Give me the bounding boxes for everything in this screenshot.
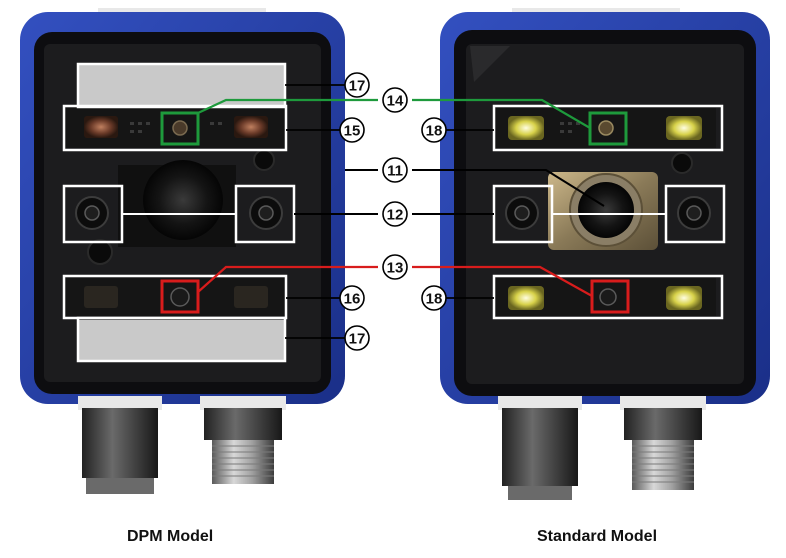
- dpm-bottom-diffuser: [79, 320, 284, 360]
- callout-18-top: 18: [421, 117, 447, 143]
- callout-17-top-label: 17: [349, 78, 366, 95]
- dpm-screw-icon: [87, 239, 113, 265]
- callout-11-label: 11: [387, 163, 403, 180]
- std-connector-right-icon: [620, 396, 706, 490]
- dpm-top-left-led-icon: [84, 116, 118, 138]
- callout-15: 15: [339, 117, 365, 143]
- dpm-connector-right-icon: [200, 396, 286, 484]
- std-connector-left-icon: [498, 396, 582, 500]
- std-top-right-led-icon: [666, 116, 702, 140]
- std-screw-top-icon: [671, 152, 693, 174]
- dpm-bottom-left-led-icon: [84, 286, 118, 308]
- callout-18-bottom-label: 18: [426, 291, 443, 308]
- callout-14-label: 14: [387, 93, 404, 110]
- dpm-top-right-led-icon: [234, 116, 268, 138]
- std-lens-icon: [578, 182, 634, 238]
- standard-camera: [440, 8, 770, 500]
- callout-11: 11: [382, 157, 408, 183]
- std-green-box: [588, 111, 628, 146]
- std-bottom-right-led-icon: [666, 286, 702, 310]
- dpm-lens-icon: [143, 160, 223, 240]
- dpm-model-caption: DPM Model: [127, 528, 214, 545]
- dpm-sensor-icon: [170, 287, 190, 307]
- callout-13: 13: [382, 254, 408, 280]
- std-red-box: [590, 279, 630, 314]
- callout-17-bottom: 17: [344, 325, 370, 351]
- dpm-box-bottom-diffuser: [76, 316, 287, 363]
- callout-13-label: 13: [387, 260, 404, 277]
- callout-16-label: 16: [344, 291, 361, 308]
- callout-17-top: 17: [344, 72, 370, 98]
- std-top-chip-dots: [560, 122, 580, 133]
- std-top-left-led-icon: [508, 116, 544, 140]
- std-aimer-icon: [598, 120, 614, 136]
- std-box-top-led: [492, 104, 724, 152]
- dpm-screw-top-icon: [253, 149, 275, 171]
- callout-14: 14: [382, 87, 408, 113]
- dpm-connector-left-icon: [78, 396, 162, 494]
- callout-12-label: 12: [387, 207, 404, 224]
- std-bottom-left-led-icon: [508, 286, 544, 310]
- standard-model-caption: Standard Model: [537, 528, 658, 545]
- callout-18-bottom: 18: [421, 285, 447, 311]
- dpm-box-top-led: [62, 104, 288, 152]
- dpm-aimer-icon: [172, 120, 188, 136]
- callout-12: 12: [382, 201, 408, 227]
- std-sensor-icon: [599, 288, 617, 306]
- callout-18-top-label: 18: [426, 123, 443, 140]
- callout-17-bottom-label: 17: [349, 331, 366, 348]
- callout-16: 16: [339, 285, 365, 311]
- std-box-bottom-led: [492, 274, 724, 320]
- leader-lines: [122, 84, 666, 339]
- dpm-bottom-right-led-icon: [234, 286, 268, 308]
- dpm-red-box: [160, 279, 200, 314]
- callout-15-label: 15: [344, 123, 361, 140]
- callout-badges: 17 14 15 18 11 12 13 16: [339, 72, 447, 351]
- dpm-camera: [20, 8, 345, 494]
- dpm-green-box: [160, 111, 200, 146]
- dpm-top-chip-dots: [130, 122, 222, 133]
